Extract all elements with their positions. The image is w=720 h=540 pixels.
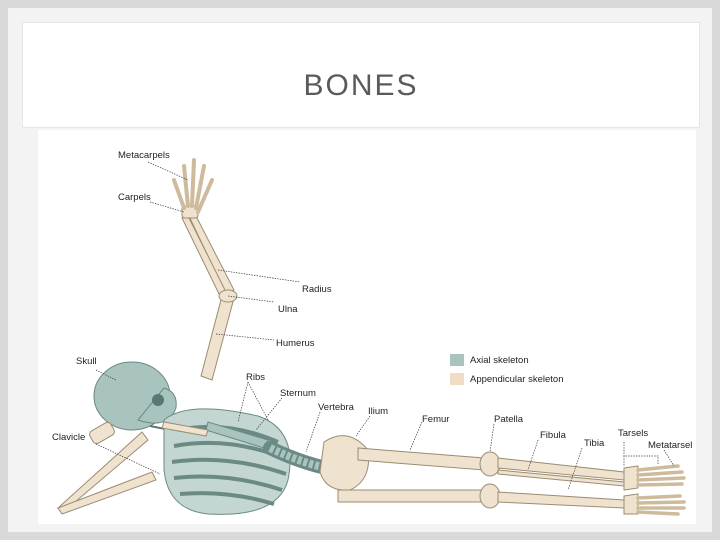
lower-hand: [89, 421, 115, 445]
label-radius: Radius: [302, 284, 332, 295]
leader-carpels: [149, 201, 185, 213]
leader-sternum: [255, 397, 283, 431]
ulna-bone: [181, 215, 229, 299]
label-tibia: Tibia: [584, 438, 605, 449]
metacarpal-fingers: [172, 158, 214, 214]
label-skull: Skull: [76, 356, 97, 367]
leader-humerus: [215, 333, 275, 341]
title-box: BONES: [22, 22, 700, 128]
label-humerus: Humerus: [276, 338, 315, 349]
ilium-bone: [319, 435, 370, 491]
skull-orbit: [152, 394, 164, 406]
skeleton-figure: Metacarpels Carpels Radius Ulna Humerus …: [38, 130, 696, 524]
label-sternum: Sternum: [280, 388, 316, 399]
leader-clavicle: [95, 443, 161, 475]
rib-cage: [161, 408, 291, 515]
label-vertebra: Vertebra: [318, 402, 355, 413]
legend-label-axial: Axial skeleton: [470, 355, 529, 366]
tarsal-lower: [623, 493, 639, 515]
legend-swatch-axial: [450, 354, 464, 366]
label-ilium: Ilium: [368, 406, 388, 417]
label-ulna: Ulna: [278, 304, 298, 315]
label-carpels: Carpels: [118, 192, 151, 203]
leader-skull: [95, 369, 117, 381]
leader-metatarsel: [663, 449, 675, 467]
lower-humerus-bone: [57, 471, 157, 515]
lower-arm: [56, 421, 157, 515]
legend-label-appendicular: Appendicular skeleton: [470, 374, 563, 385]
clavicle-bone: [161, 421, 209, 437]
femur-upper-bone: [357, 447, 485, 471]
vertebrae-segments: [268, 444, 339, 474]
label-fibula: Fibula: [540, 430, 567, 441]
patella-lower: [479, 483, 501, 509]
label-metatarsel: Metatarsel: [648, 440, 692, 451]
label-tarsels: Tarsels: [618, 428, 648, 439]
label-patella: Patella: [494, 414, 524, 425]
label-ribs: Ribs: [246, 372, 265, 383]
femur-lower-bone: [337, 489, 485, 503]
leader-fibula: [527, 439, 539, 471]
label-metacarpels: Metacarpels: [118, 150, 170, 161]
label-clavicle: Clavicle: [52, 432, 85, 443]
leader-tibia: [567, 447, 583, 491]
leader-ilium: [355, 415, 371, 437]
radius-bone: [187, 213, 235, 295]
leader-metacarpels: [147, 161, 189, 181]
leader-lines: [95, 161, 675, 491]
leader-ribs: [237, 381, 269, 423]
slide-title: BONES: [303, 69, 419, 102]
leader-radius: [217, 269, 301, 283]
legend: Axial skeleton Appendicular skeleton: [450, 354, 563, 385]
tibia-lower-bone: [497, 491, 625, 509]
slide: BONES: [8, 8, 712, 532]
leader-femur: [409, 421, 423, 451]
legs: [337, 447, 686, 516]
legend-swatch-appendicular: [450, 373, 464, 385]
patella-upper: [479, 451, 501, 477]
label-femur: Femur: [422, 414, 449, 425]
tarsal-upper: [623, 465, 639, 491]
metatarsals-lower: [636, 494, 686, 516]
leader-tarsels: [623, 442, 659, 466]
humerus-bone: [200, 295, 235, 381]
skeleton-diagram: Metacarpels Carpels Radius Ulna Humerus …: [52, 150, 692, 516]
leader-vertebra: [305, 411, 321, 453]
metatarsals-upper: [636, 464, 686, 487]
raised-arm: [172, 158, 238, 381]
leader-patella: [489, 423, 495, 453]
